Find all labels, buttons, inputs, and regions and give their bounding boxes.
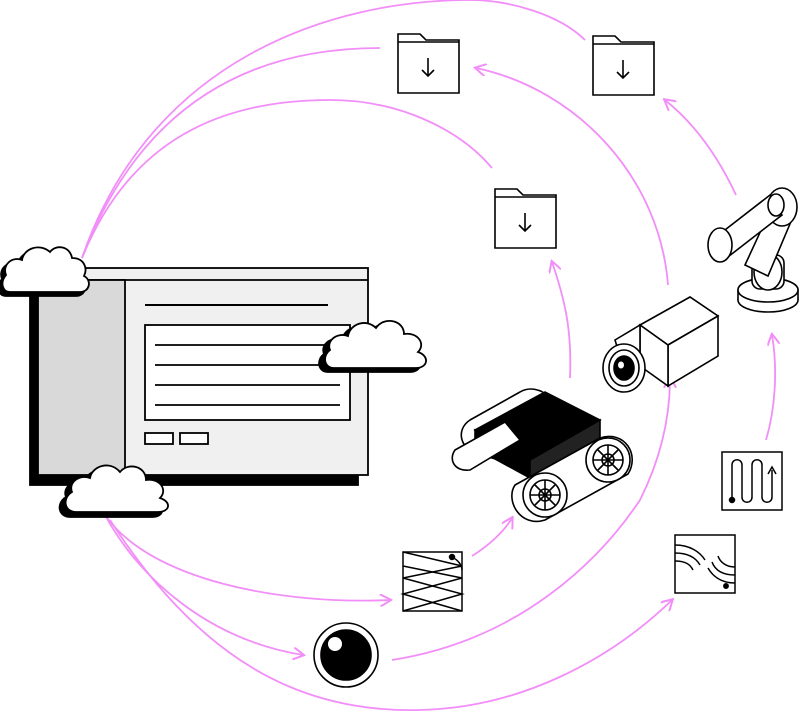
arc-to-top-middle-folder xyxy=(81,47,381,259)
cloud-icon xyxy=(58,464,169,518)
tracked-robot-icon xyxy=(451,388,633,523)
arc-to-inner-folder xyxy=(81,99,493,259)
arc-to-top-right-folder xyxy=(81,0,586,259)
eye-icon xyxy=(313,622,379,688)
arc-tank-to-folder xyxy=(552,262,572,379)
arc-cloud-to-eye xyxy=(104,514,303,655)
folder-download-icon xyxy=(494,188,557,249)
browser-window-icon xyxy=(29,267,369,486)
camera-icon xyxy=(602,296,720,393)
arc-top-return xyxy=(476,68,669,286)
arc-serpentine-to-arm xyxy=(765,335,775,441)
connector-arcs xyxy=(81,0,775,711)
arc-zigzag-to-tank xyxy=(471,518,512,557)
arc-eye-to-camera xyxy=(391,378,670,661)
arc-cloud-to-zigzag xyxy=(104,514,390,601)
folder-download-icon xyxy=(397,33,460,94)
arc-bottom-to-signal xyxy=(109,519,672,711)
arc-arm-to-folder xyxy=(665,100,737,196)
zigzag-path-icon xyxy=(400,551,465,612)
signal-waves-icon xyxy=(674,534,736,594)
cloud-icon xyxy=(0,246,90,297)
cloud-icon xyxy=(318,320,427,373)
robot-arm-icon xyxy=(707,187,799,313)
serpentine-path-icon xyxy=(721,451,783,511)
folder-download-icon xyxy=(592,35,655,96)
